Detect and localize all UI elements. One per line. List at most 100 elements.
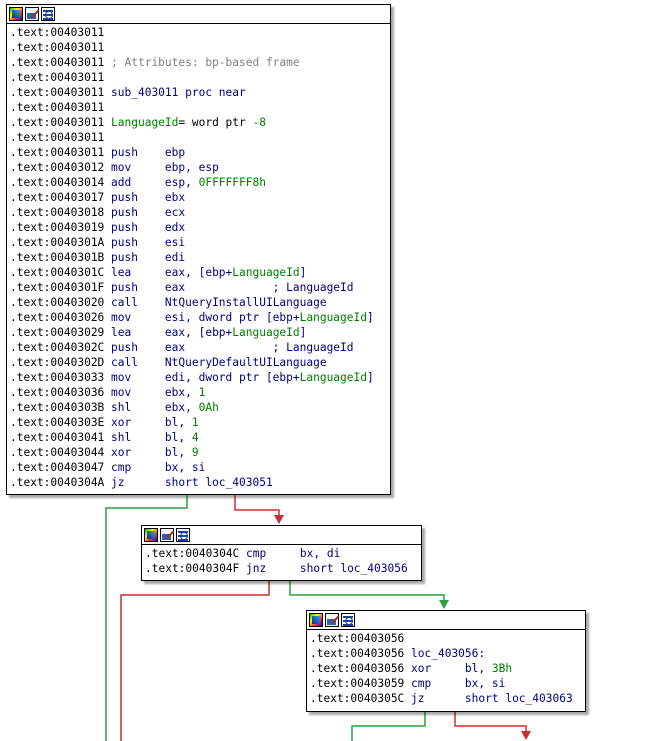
instruction-text: lea eax, [ebp+ (104, 326, 233, 339)
instruction-text: cmp bx, si (404, 677, 506, 690)
code-line[interactable]: .text:0040304C cmp bx, di (145, 546, 418, 561)
instruction-text: add esp, (104, 176, 199, 189)
code-line[interactable]: .text:00403020 call NtQueryInstallUILang… (10, 295, 387, 310)
line-address: .text:0040301F (10, 281, 105, 294)
color-palette-icon[interactable] (309, 613, 323, 627)
code-line[interactable]: .text:00403056 loc_403056: (310, 646, 582, 661)
variable-name: LanguageId (232, 266, 300, 279)
code-block-sub-403011[interactable]: .text:00403011.text:00403011.text:004030… (6, 4, 391, 495)
code-line[interactable]: .text:00403059 cmp bx, si (310, 676, 582, 691)
code-line[interactable]: .text:00403017 push ebx (10, 190, 387, 205)
line-address: .text:0040301A (10, 236, 105, 249)
graph-view-icon[interactable] (176, 528, 190, 542)
arrowhead-403056 (439, 600, 449, 609)
line-address: .text:0040301B (10, 251, 105, 264)
code-line[interactable]: .text:00403011 ; Attributes: bp-based fr… (10, 55, 387, 70)
instruction-text: NtQueryDefaultUILanguage (164, 356, 327, 369)
instruction-text: lea eax, [ebp+ (104, 266, 233, 279)
line-address: .text:00403011 (10, 41, 105, 54)
color-palette-icon[interactable] (144, 528, 158, 542)
operand-value: 4 (191, 431, 199, 444)
instruction-text: call (104, 356, 165, 369)
code-line[interactable]: .text:00403033 mov edi, dword ptr [ebp+L… (10, 370, 387, 385)
code-line[interactable]: .text:00403011 sub_403011 proc near (10, 85, 387, 100)
operand-value: 3Bh (491, 662, 513, 675)
code-block-loc-403056[interactable]: .text:00403056.text:00403056 loc_403056:… (306, 610, 586, 712)
code-line[interactable]: .text:0040302C push eax ; LanguageId (10, 340, 387, 355)
code-line[interactable]: .text:0040304A jz short loc_403051 (10, 475, 387, 490)
code-line[interactable]: .text:00403029 lea eax, [ebp+LanguageId] (10, 325, 387, 340)
code-line[interactable]: .text:00403047 cmp bx, si (10, 460, 387, 475)
code-line[interactable]: .text:00403044 xor bl, 9 (10, 445, 387, 460)
instruction-text: xor bl, (404, 662, 492, 675)
instruction-text: loc_403056: (404, 647, 486, 660)
code-line[interactable]: .text:00403036 mov ebx, 1 (10, 385, 387, 400)
instruction-text: push edx (104, 221, 186, 234)
edge-403056-taken (351, 711, 426, 741)
instruction-text: push esi (104, 236, 186, 249)
code-line[interactable]: .text:0040301A push esi (10, 235, 387, 250)
line-address: .text:00403018 (10, 206, 105, 219)
rename-edit-icon[interactable] (25, 7, 39, 21)
instruction-text: push ebx (104, 191, 186, 204)
line-address: .text:00403056 (310, 647, 405, 660)
instruction-text: push eax ; LanguageId (104, 341, 354, 354)
code-line[interactable]: .text:00403014 add esp, 0FFFFFFF8h (10, 175, 387, 190)
instruction-text: cmp bx, si (104, 461, 206, 474)
code-line[interactable]: .text:00403026 mov esi, dword ptr [ebp+L… (10, 310, 387, 325)
code-block-40304c[interactable]: .text:0040304C cmp bx, di.text:0040304F … (141, 525, 422, 581)
code-line[interactable]: .text:00403041 shl bl, 4 (10, 430, 387, 445)
color-palette-icon[interactable] (9, 7, 23, 21)
line-address: .text:00403029 (10, 326, 105, 339)
line-address: .text:0040304C (145, 547, 240, 560)
line-address: .text:00403011 (10, 26, 105, 39)
operand-value: 9 (191, 446, 199, 459)
line-address: .text:0040303E (10, 416, 105, 429)
code-line[interactable]: .text:0040303E xor bl, 1 (10, 415, 387, 430)
instruction-text: ] (299, 326, 307, 339)
instruction-text: mov esi, dword ptr [ebp+ (104, 311, 300, 324)
instruction-text: ] (366, 371, 374, 384)
code-line[interactable]: .text:0040301C lea eax, [ebp+LanguageId] (10, 265, 387, 280)
code-line[interactable]: .text:00403012 mov ebp, esp (10, 160, 387, 175)
code-line[interactable]: .text:00403011 (10, 70, 387, 85)
code-line[interactable]: .text:0040304F jnz short loc_403056 (145, 561, 418, 576)
variable-name: LanguageId (299, 371, 367, 384)
code-line[interactable]: .text:00403011 (10, 130, 387, 145)
line-address: .text:00403026 (10, 311, 105, 324)
line-address: .text:00403011 (10, 116, 105, 129)
code-line[interactable]: .text:00403011 push ebp (10, 145, 387, 160)
code-line[interactable]: .text:00403011 LanguageId= word ptr -8 (10, 115, 387, 130)
arrowhead-40304c (274, 515, 284, 524)
code-line[interactable]: .text:00403056 xor bl, 3Bh (310, 661, 582, 676)
instruction-text: xor bl, (104, 416, 192, 429)
variable-name: LanguageId (299, 311, 367, 324)
code-line[interactable]: .text:0040302D call NtQueryDefaultUILang… (10, 355, 387, 370)
code-line[interactable]: .text:0040303B shl ebx, 0Ah (10, 400, 387, 415)
line-address: .text:0040301C (10, 266, 105, 279)
code-line[interactable]: .text:00403011 (10, 100, 387, 115)
code-line[interactable]: .text:0040301F push eax ; LanguageId (10, 280, 387, 295)
code-line[interactable]: .text:00403056 (310, 631, 582, 646)
edge-403011-to-403051 (105, 494, 188, 741)
graph-view-icon[interactable] (41, 7, 55, 21)
code-line[interactable]: .text:0040301B push edi (10, 250, 387, 265)
code-line[interactable]: .text:00403011 (10, 25, 387, 40)
instruction-text: push edi (104, 251, 186, 264)
line-address: .text:00403014 (10, 176, 105, 189)
code-line[interactable]: .text:00403018 push ecx (10, 205, 387, 220)
code-line[interactable]: .text:00403019 push edx (10, 220, 387, 235)
variable-name: LanguageId (104, 116, 179, 129)
code-line[interactable]: .text:0040305C jz short loc_403063 (310, 691, 582, 706)
line-address: .text:00403036 (10, 386, 105, 399)
instruction-text: jnz short loc_403056 (239, 562, 408, 575)
line-address: .text:00403056 (310, 662, 405, 675)
code-line[interactable]: .text:00403011 (10, 40, 387, 55)
graph-view-icon[interactable] (341, 613, 355, 627)
rename-edit-icon[interactable] (160, 528, 174, 542)
instruction-text: shl ebx, (104, 401, 199, 414)
instruction-text: jz short loc_403051 (104, 476, 273, 489)
instruction-text: xor bl, (104, 446, 192, 459)
rename-edit-icon[interactable] (325, 613, 339, 627)
line-address: .text:00403059 (310, 677, 405, 690)
